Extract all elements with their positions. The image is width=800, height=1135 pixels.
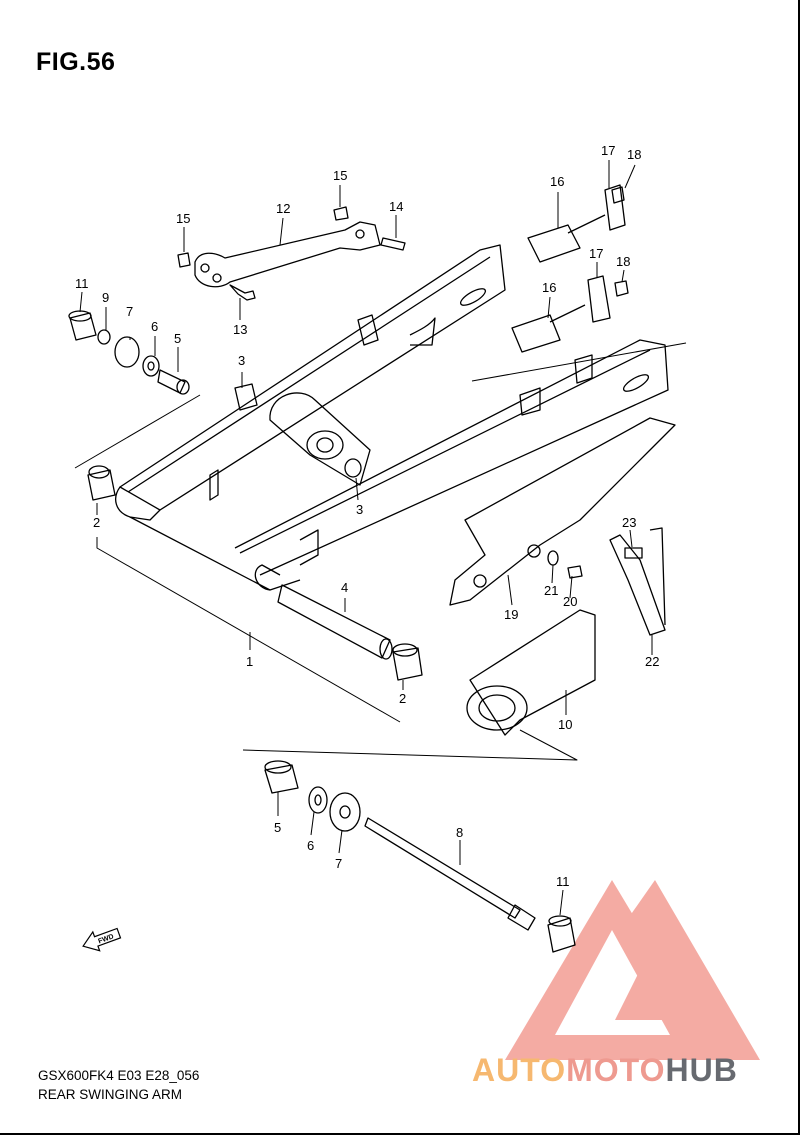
callout-15: 15 — [333, 168, 347, 183]
callout-6: 6 — [307, 838, 314, 853]
figure-footer: GSX600FK4 E03 E28_056 REAR SWINGING ARM — [38, 1066, 199, 1104]
watermark-moto: MOTO — [566, 1052, 666, 1088]
torque-link-part-12 — [194, 221, 381, 288]
pivot-bolt-part-8 — [364, 817, 576, 953]
callout-2: 2 — [399, 691, 406, 706]
pivot-spacers-bottom — [264, 760, 361, 832]
center-lines — [74, 342, 687, 761]
callout-21: 21 — [544, 583, 558, 598]
callout-1: 1 — [246, 654, 253, 669]
callout-7: 7 — [126, 304, 133, 319]
fasteners — [177, 186, 643, 579]
callout-14: 14 — [389, 199, 403, 214]
section-name: REAR SWINGING ARM — [38, 1087, 183, 1102]
leader-lines — [79, 160, 653, 916]
callout-13: 13 — [233, 322, 247, 337]
callout-18: 18 — [616, 254, 630, 269]
callout-22: 22 — [645, 654, 659, 669]
callout-11: 11 — [556, 874, 570, 889]
chain-guard-part-22 — [609, 527, 666, 636]
callout-labels: 1 2 2 3 3 4 5 5 6 6 7 7 8 9 10 11 11 12 … — [75, 143, 659, 889]
chain-adjusters — [511, 184, 626, 353]
callout-20: 20 — [563, 594, 577, 609]
callout-17: 17 — [589, 246, 603, 261]
callout-17: 17 — [601, 143, 615, 158]
callout-8: 8 — [456, 825, 463, 840]
figure-title: FIG.56 — [36, 48, 116, 76]
pivot-spacers-top — [68, 310, 362, 478]
watermark-logo — [505, 880, 760, 1060]
callout-4: 4 — [341, 580, 348, 595]
model-code: GSX600FK4 E03 E28_056 — [38, 1068, 200, 1083]
callout-2: 2 — [93, 515, 100, 530]
callout-16: 16 — [550, 174, 564, 189]
callout-16: 16 — [542, 280, 556, 295]
callout-7: 7 — [335, 856, 342, 871]
callout-5: 5 — [174, 331, 181, 346]
watermark-auto: AUTO — [472, 1052, 567, 1088]
pivot-shaft-part-4 — [277, 584, 393, 660]
callout-6: 6 — [151, 319, 158, 334]
swinging-arm — [115, 244, 669, 591]
chain-case-part-19 — [449, 417, 676, 606]
watermark-brand: AUTOMOTOHUB — [472, 1052, 738, 1089]
callout-9: 9 — [102, 290, 109, 305]
callout-19: 19 — [504, 607, 518, 622]
callout-5: 5 — [274, 820, 281, 835]
bushing-part-2 — [87, 465, 423, 681]
callout-3: 3 — [238, 353, 245, 368]
chain-buffer-part-10 — [466, 609, 596, 736]
callout-12: 12 — [276, 201, 290, 216]
callout-11: 11 — [75, 276, 89, 291]
watermark-hub: HUB — [665, 1052, 738, 1088]
callout-10: 10 — [558, 717, 572, 732]
fwd-arrow: FWD — [82, 927, 122, 952]
callout-15: 15 — [176, 211, 190, 226]
callout-3: 3 — [356, 502, 363, 517]
callout-18: 18 — [627, 147, 641, 162]
callout-23: 23 — [622, 515, 636, 530]
